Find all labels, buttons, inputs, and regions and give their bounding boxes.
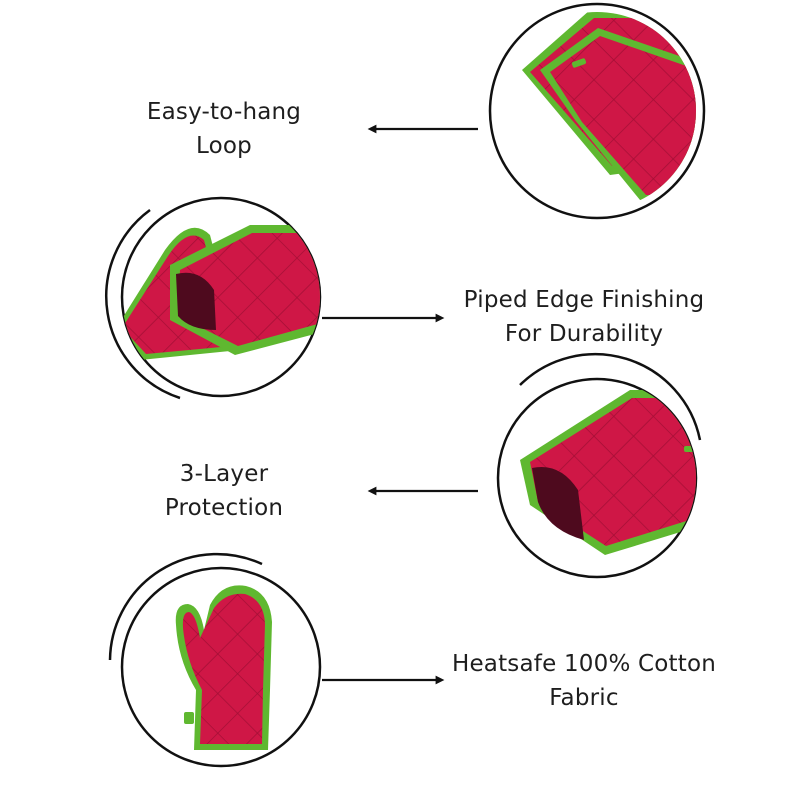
feature-3-image	[496, 352, 702, 579]
feature-1-line2: Loop	[196, 133, 252, 159]
feature-1-image	[488, 2, 706, 220]
feature-1-line1: Easy-to-hang	[146, 99, 302, 125]
feature-3-line2: Protection	[164, 495, 284, 521]
mitt-cuff	[170, 225, 320, 355]
feature-3-line1: 3-Layer	[179, 461, 269, 487]
feature-4-line2: Fabric	[549, 685, 619, 711]
feature-2-outer-ring	[105, 208, 181, 400]
feature-2-image	[105, 196, 322, 400]
feature-3-outer-ring	[519, 352, 702, 441]
feature-2-line2: For Durability	[504, 321, 664, 347]
hanging-loop-icon	[184, 712, 194, 724]
cuff-opening	[532, 466, 584, 540]
feature-4-line1: Heatsafe 100% Cotton	[451, 651, 717, 677]
oven-mitt-icon	[175, 585, 272, 750]
feature-2-label: Piped Edge Finishing For Durability	[444, 283, 724, 351]
feature-3-label: 3-Layer Protection	[114, 457, 334, 525]
potholder-front	[540, 28, 696, 200]
hanging-loop-icon	[571, 58, 587, 68]
feature-4-outer-ring	[108, 552, 263, 661]
feature-1-label: Easy-to-hang Loop	[114, 95, 334, 163]
feature-2-line1: Piped Edge Finishing	[463, 287, 705, 313]
feature-4-image	[108, 552, 322, 768]
feature-1-outer-ring	[488, 2, 706, 220]
hanging-loop-icon	[684, 446, 696, 452]
feature-4-label: Heatsafe 100% Cotton Fabric	[434, 647, 734, 715]
